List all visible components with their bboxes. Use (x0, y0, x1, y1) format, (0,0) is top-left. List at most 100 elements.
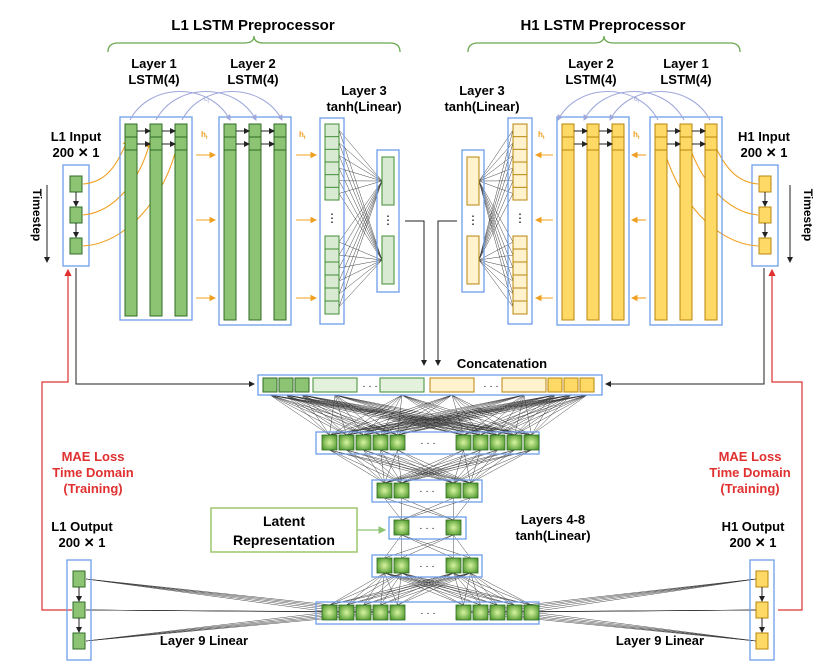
neuron (376, 482, 393, 499)
dense-connection (329, 394, 588, 436)
neuron (445, 482, 462, 499)
layer9-output-connection (531, 578, 757, 613)
neuron (489, 434, 506, 451)
neuron (472, 434, 489, 451)
concat-unit (501, 377, 547, 393)
right-timestep-label: Timestep (801, 189, 815, 241)
dense-connection (329, 394, 525, 436)
neuron (376, 557, 393, 574)
dense-connection (269, 394, 330, 436)
dense-connection (401, 572, 532, 606)
dense-connection (531, 394, 572, 436)
dense-connection (329, 572, 471, 606)
l1-output-size: 200 ✕ 1 (58, 535, 105, 550)
l1-output-box (66, 559, 92, 661)
l-layer3-connection (338, 180, 383, 243)
r-layer3-connection (478, 180, 514, 269)
concat-ellipsis: · · · (362, 381, 378, 392)
l1-output-cell (72, 632, 86, 650)
r-layer3-connection (478, 180, 514, 256)
l-layer3-connection (338, 180, 383, 261)
r-hidden-state-arrows (534, 151, 646, 302)
dense-connection (363, 449, 385, 484)
dense-connection (363, 394, 453, 436)
dense-connection (346, 394, 403, 436)
dense-connection (470, 572, 515, 606)
dense-connection (463, 394, 588, 436)
dense-connection (285, 394, 464, 436)
dense-connection (470, 572, 481, 606)
r-layer3-connection (478, 180, 514, 308)
neuron (338, 604, 355, 621)
l-mae-loss-3: (Training) (63, 481, 122, 496)
r-layer3-box (507, 117, 533, 325)
concat-unit (312, 377, 358, 393)
r-layer3-connection (478, 180, 514, 261)
layer9-output-connection (85, 611, 364, 642)
concat-ellipsis: · · · (483, 381, 499, 392)
l-ht-label-2: ht (299, 130, 306, 141)
l-layer1-type: LSTM(4) (128, 72, 179, 87)
r-layer3-connection (478, 129, 514, 182)
dense-connection (363, 572, 402, 606)
r-cell-state-arc (557, 91, 659, 121)
r-layer3-connection (478, 254, 514, 261)
r-mae-loss-3: (Training) (720, 481, 779, 496)
neuron (455, 604, 472, 621)
r-layer3-connection (478, 259, 514, 308)
h1-input-cell (758, 237, 772, 255)
l1-output-cell (72, 570, 86, 588)
dense-connection (334, 394, 364, 436)
right-preprocessor-brace (467, 35, 741, 53)
dense-connection (384, 449, 532, 484)
h1-output-size: 200 ✕ 1 (729, 535, 776, 550)
concat-unit (429, 377, 475, 393)
l-mae-loss-2: Time Domain (52, 465, 133, 480)
dense-connection (269, 394, 347, 436)
h1-output-cell (755, 570, 769, 588)
dense-connection (384, 572, 464, 606)
l-layer3-connection (338, 259, 383, 308)
layers-4-8-type: tanh(Linear) (515, 528, 590, 543)
l-layer2-unit (223, 123, 237, 321)
dense-connection (397, 394, 453, 436)
concat-box (257, 374, 603, 396)
r-layer3-connection (478, 259, 514, 295)
neuron (506, 434, 523, 451)
neuron (472, 604, 489, 621)
neuron (393, 482, 410, 499)
r-layer3-out-cell (466, 235, 480, 285)
dense-connection (346, 449, 454, 484)
neuron (523, 434, 540, 451)
h1-output-cell (755, 601, 769, 619)
left-preprocessor-title: L1 LSTM Preprocessor (171, 17, 335, 34)
dense-connection (269, 394, 364, 436)
l-layer3-connection (338, 180, 383, 282)
l-layer3-connection (338, 167, 383, 261)
dense-connection (401, 572, 515, 606)
concat-units (262, 377, 595, 393)
l-layer3-out-cell (381, 235, 395, 285)
r-layer2-label: Layer 2 (568, 56, 614, 71)
r-layer3-connection (478, 180, 514, 282)
l-layer1-unit (124, 123, 138, 317)
r-layer3-connection (478, 180, 514, 243)
dense-connection (397, 572, 471, 606)
dense-connection (401, 572, 498, 606)
l-layer3-connection (338, 129, 383, 182)
layer-ellipsis: · · · (420, 438, 436, 449)
neuron (389, 604, 406, 621)
r-ct-label: ct (634, 96, 640, 105)
r-layer3-connection (478, 259, 514, 282)
l-layer2-label: Layer 2 (230, 56, 276, 71)
dense-connection (301, 394, 364, 436)
dense-connection (363, 572, 471, 606)
h1-output-cell (755, 632, 769, 650)
dense-connection (285, 394, 398, 436)
l-hidden-state-arrows (196, 151, 318, 302)
dense-connection (363, 394, 525, 436)
layer-ellipsis: · · · (419, 561, 435, 572)
dense-connection (397, 449, 471, 484)
dense-connection (346, 572, 402, 606)
dense-connection (380, 394, 453, 436)
